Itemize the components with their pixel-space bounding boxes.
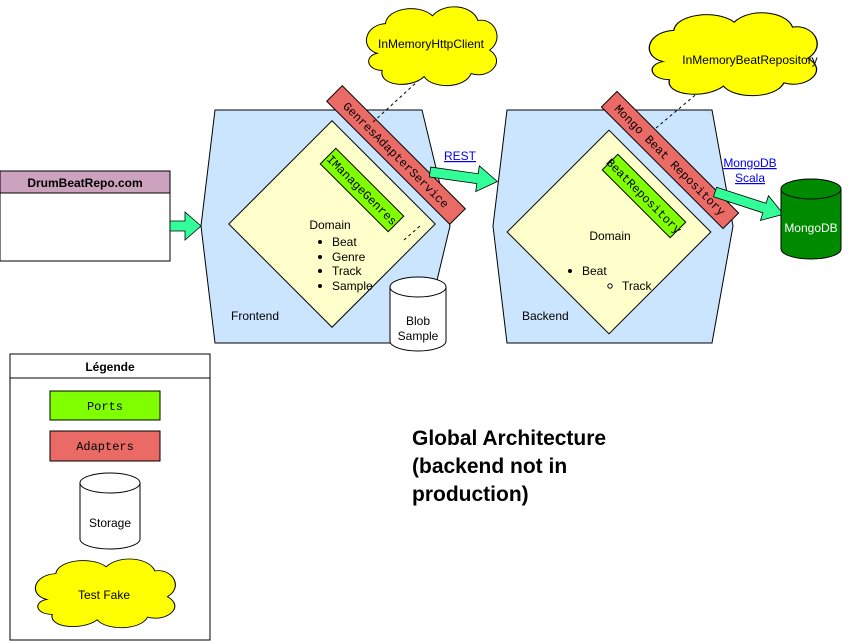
frontend-fake-label: InMemoryHttpClient [378, 37, 485, 51]
blob-storage: Blob Sample [389, 276, 447, 352]
legend-adapters-label: Adapters [76, 440, 134, 454]
diagram-title-line: Global Architecture [412, 427, 607, 450]
website-box: DrumBeatRepo.com [0, 170, 171, 262]
legend-storage-label: Storage [89, 516, 131, 530]
backend-domain-item: Beat [582, 264, 607, 278]
legend: Légende Ports Adapters Storage Test Fake [9, 353, 211, 641]
legend-storage-cylinder: Storage [79, 472, 141, 550]
mongodb-label: MongoDB [784, 221, 837, 235]
frontend-domain-title: Domain [309, 218, 350, 232]
mongo-arrow [712, 186, 785, 222]
website-to-frontend-arrow [169, 211, 202, 241]
blob-label-line1: Blob [406, 314, 430, 328]
backend-domain-content: Domain Beat Track [568, 229, 653, 293]
mongodb-database: MongoDB [780, 178, 842, 260]
backend-fake-label: InMemoryBeatRepository [682, 53, 817, 67]
frontend-label: Frontend [231, 309, 279, 323]
frontend-fake-connector [372, 69, 431, 123]
frontend-domain-item: Sample [332, 279, 373, 293]
frontend-domain-item: Genre [332, 250, 366, 264]
mongo-link-line1[interactable]: MongoDB [723, 156, 776, 170]
mongo-link-line2[interactable]: Scala [735, 171, 765, 185]
diagram-title: Global Architecture (backend not in prod… [412, 425, 712, 509]
backend-domain [506, 129, 712, 335]
legend-title: Légende [85, 360, 135, 374]
legend-fake-label: Test Fake [78, 588, 130, 602]
backend-label: Backend [522, 309, 569, 323]
diagram-title-line: (backend not in [412, 455, 568, 478]
frontend-fake-cloud: InMemoryHttpClient [365, 6, 498, 87]
legend-ports-label: Ports [87, 400, 123, 414]
rest-arrow [428, 165, 499, 193]
backend-domain-subitem: Track [622, 279, 653, 293]
frontend-domain [228, 120, 436, 328]
frontend-domain-item: Beat [332, 235, 357, 249]
rest-link[interactable]: REST [444, 149, 477, 163]
frontend-domain-content: Domain Beat Genre Track Sample [309, 218, 373, 293]
legend-adapters-swatch [49, 430, 161, 462]
legend-ports-swatch [49, 390, 161, 421]
legend-fake-cloud: Test Fake [34, 558, 176, 629]
backend-fake-cloud: InMemoryBeatRepository [648, 12, 818, 97]
backend-domain-title: Domain [589, 229, 630, 243]
frontend-domain-item: Track [332, 264, 363, 278]
website-label: DrumBeatRepo.com [27, 176, 142, 190]
blob-label-line2: Sample [398, 329, 439, 343]
diagram-title-line: production) [412, 483, 529, 506]
